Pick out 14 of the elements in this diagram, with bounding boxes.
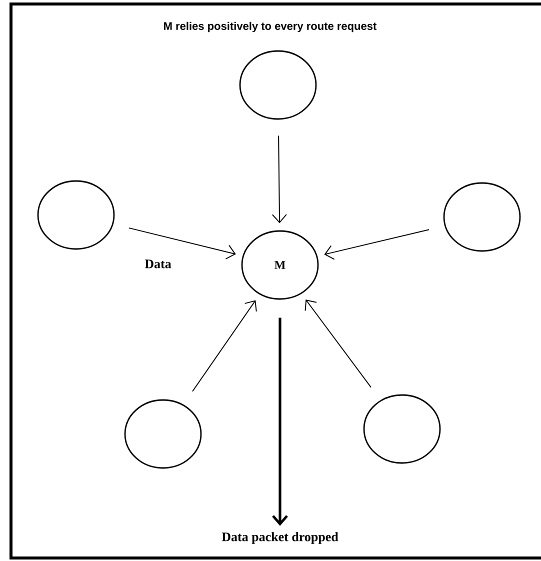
text-label: Data packet dropped <box>222 532 338 544</box>
edge-label: Data <box>144 258 172 270</box>
arrow <box>192 300 257 392</box>
arrow <box>324 229 430 260</box>
arrow <box>128 227 236 260</box>
arrow <box>272 318 288 526</box>
node-circle <box>363 394 441 464</box>
title: M relies positively to every route request <box>164 22 377 32</box>
arrow <box>272 135 287 224</box>
node-circle <box>37 180 115 250</box>
node-circle <box>443 182 521 252</box>
node-circle <box>124 399 202 469</box>
node-circle <box>239 50 317 120</box>
arrow <box>304 299 372 388</box>
